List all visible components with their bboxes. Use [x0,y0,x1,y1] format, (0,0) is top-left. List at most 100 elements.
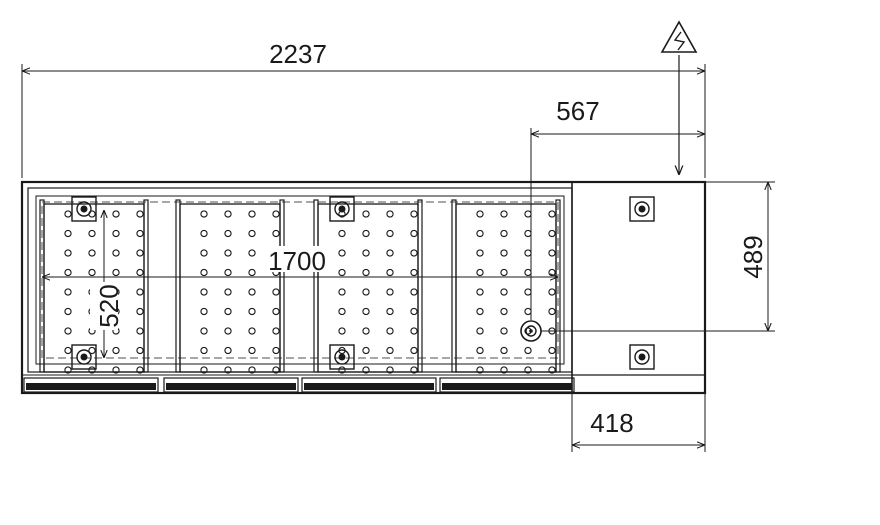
perforation-hole [524,346,532,355]
perforation-hole [476,210,484,218]
perforation-hole [548,229,556,238]
perforation-hole [248,249,256,257]
dim-height-label: 489 [738,235,768,278]
perforation-hole [136,327,144,335]
perforation-hole [64,366,72,374]
perforation-hole [112,210,120,218]
perforation-hole [500,307,508,316]
perforation-hole [200,366,208,374]
perforation-hole [500,327,508,335]
perforation-hole [524,307,532,316]
perforation-hole [224,249,232,257]
perforation-hole [362,307,370,316]
perforation-hole [476,307,484,316]
perforation-hole [500,210,508,218]
perforation-hole [524,366,532,374]
perforation-hole [272,307,280,316]
perforation-hole [112,249,120,257]
perforation-hole [112,366,120,374]
perforation-hole [248,229,256,238]
dim-inner-depth: 520 [90,210,124,358]
perforation-hole [64,307,72,316]
perforation-hole [410,307,418,316]
perforation-hole [136,346,144,355]
perforation-hole [362,327,370,335]
perforation-hole [476,366,484,374]
perforation-hole [64,327,72,335]
perforation-hole [500,268,508,277]
perforation-hole [500,366,508,374]
perforation-hole [476,229,484,238]
perforation-hole [386,288,394,296]
perforation-hole [224,210,232,218]
perforation-hole [338,327,346,335]
perforation-hole [386,327,394,335]
perforation-hole [136,288,144,296]
perforation-hole [410,366,418,374]
perforation-hole [136,307,144,316]
perforation-hole [200,288,208,296]
perforation-hole [136,366,144,374]
perforation-hole [476,346,484,355]
perforation-hole [272,210,280,218]
perforation-hole [224,229,232,238]
perforation-hole [386,346,394,355]
compartment [313,199,423,374]
drawer-handles [23,377,575,393]
perforation-hole [224,268,232,277]
castor-foot [629,344,655,370]
perforation-hole [272,327,280,335]
perforation-hole [362,366,370,374]
perforation-hole [524,229,532,238]
perforation-hole [362,288,370,296]
perforation-hole [410,229,418,238]
dim-inner-width: 1700 [42,246,558,277]
perforation-hole [64,210,72,218]
perforation-hole [248,210,256,218]
perforation-hole [248,268,256,277]
perforation-hole [88,229,96,238]
perforation-hole [136,229,144,238]
perforation-hole [410,210,418,218]
perforation-hole [200,346,208,355]
drawer-handle [23,377,159,393]
perforation-hole [410,327,418,335]
perforation-hole [88,268,96,277]
perforation-hole [64,249,72,257]
perforation-hole [410,346,418,355]
compartment [451,199,561,374]
perforation-hole [248,366,256,374]
perforation-hole [410,288,418,296]
compartment [175,199,285,374]
perforation-hole [548,346,556,355]
perforation-hole [248,346,256,355]
perforation-hole [524,249,532,257]
drawer-handle [301,377,437,393]
perforation-hole [548,307,556,316]
connection-point [520,320,542,342]
perforation-hole [338,366,346,374]
perforation-hole [200,229,208,238]
perforation-hole [524,268,532,277]
perforation-hole [548,210,556,218]
perforation-hole [272,366,280,374]
perforation-hole [200,327,208,335]
perforation-hole [386,307,394,316]
perforation-hole [476,249,484,257]
perforation-hole [548,288,556,296]
perforation-hole [548,249,556,257]
perforation-hole [386,366,394,374]
perforation-hole [224,288,232,296]
perforation-hole [362,268,370,277]
perforation-hole [500,346,508,355]
unit-outline [20,180,707,395]
perforation-hole [524,288,532,296]
perforation-hole [248,307,256,316]
perforation-hole [272,346,280,355]
castor-feet [71,196,655,370]
perforation-hole [64,268,72,277]
perforation-hole [338,249,346,257]
perforation-hole [112,268,120,277]
perforation-hole [410,249,418,257]
